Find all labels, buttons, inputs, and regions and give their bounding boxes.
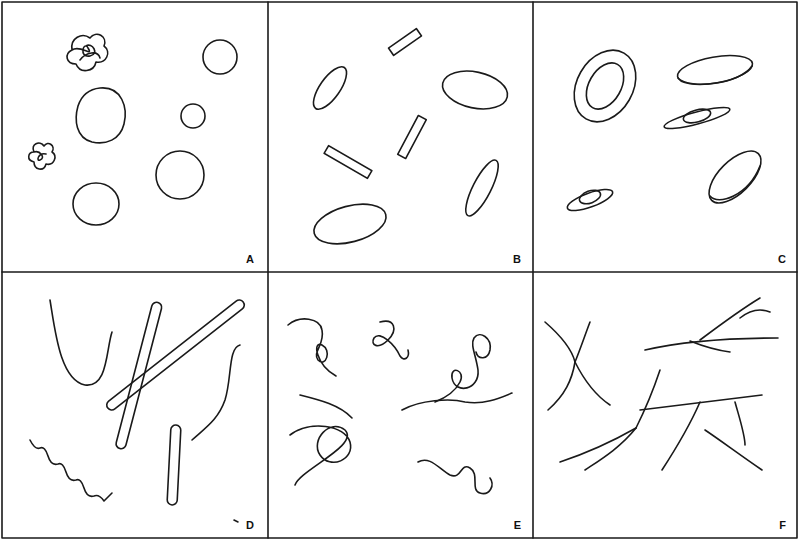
panel-letter: B bbox=[513, 254, 521, 265]
panel-letter: F bbox=[779, 520, 786, 531]
panel-letter: C bbox=[778, 254, 786, 265]
panel-d-rods-and-fibres bbox=[30, 298, 246, 522]
panel-letter: D bbox=[246, 520, 254, 531]
panel-letter: E bbox=[514, 520, 521, 531]
panel-e-coiled-fibres bbox=[288, 319, 512, 494]
panel-letter: A bbox=[246, 254, 254, 265]
panel-c-discs bbox=[562, 39, 770, 215]
panel-f-branched-fibres bbox=[545, 298, 778, 470]
panel-a-spheres bbox=[29, 34, 237, 225]
panel-b-ellipsoids-and-plates bbox=[307, 29, 511, 251]
